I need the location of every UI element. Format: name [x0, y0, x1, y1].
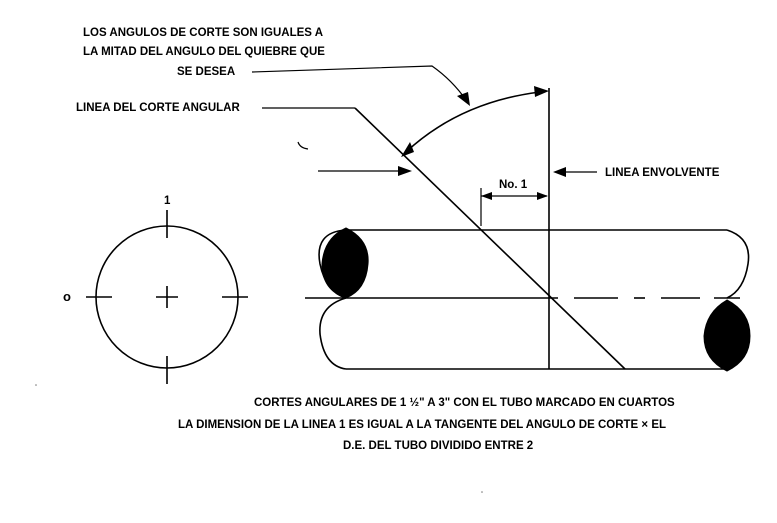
angle-note-arrowhead	[457, 92, 470, 106]
angular-cut-line	[354, 107, 626, 370]
stray-mark	[297, 141, 309, 150]
pipe-right-end-upper	[726, 229, 750, 299]
caption-line-2: LA DIMENSION DE LA LINEA 1 ES IGUAL A LA…	[178, 419, 666, 431]
pipe-left-end-lower	[319, 297, 347, 370]
speck	[481, 491, 483, 493]
arc-arrowhead-right	[534, 86, 549, 97]
pipe-right-cut-section	[703, 299, 751, 372]
cut-angle-arc	[405, 91, 541, 153]
angle-note-line-1: LOS ANGULOS DE CORTE SON IGUALES A	[83, 27, 323, 39]
speck	[35, 384, 37, 386]
wrap-line-label: LINEA ENVOLVENTE	[605, 167, 720, 179]
pipe-left-cut-section	[321, 227, 369, 299]
wrap-line-arrowhead	[553, 167, 566, 177]
caption-line-1: CORTES ANGULARES DE 1 ½" A 3" CON EL TUB…	[254, 397, 675, 409]
cut-line-label: LINEA DEL CORTE ANGULAR	[76, 102, 240, 114]
angle-note-leader	[251, 65, 467, 101]
dimension-arrow-left	[481, 192, 492, 200]
quarter-mark-0: o	[63, 289, 71, 304]
caption-line-3: D.E. DEL TUBO DIVIDIDO ENTRE 2	[343, 440, 533, 452]
angle-note-line-3: SE DESEA	[177, 66, 235, 78]
cut-line-pointer-arrowhead	[398, 166, 412, 176]
quarter-mark-1: 1	[164, 195, 171, 207]
dimension-arrow-right	[537, 192, 548, 200]
angle-note-line-2: LA MITAD DEL ANGULO DEL QUIEBRE QUE	[83, 46, 325, 58]
dimension-label: No. 1	[499, 179, 528, 191]
arc-arrowhead-left	[401, 142, 414, 157]
